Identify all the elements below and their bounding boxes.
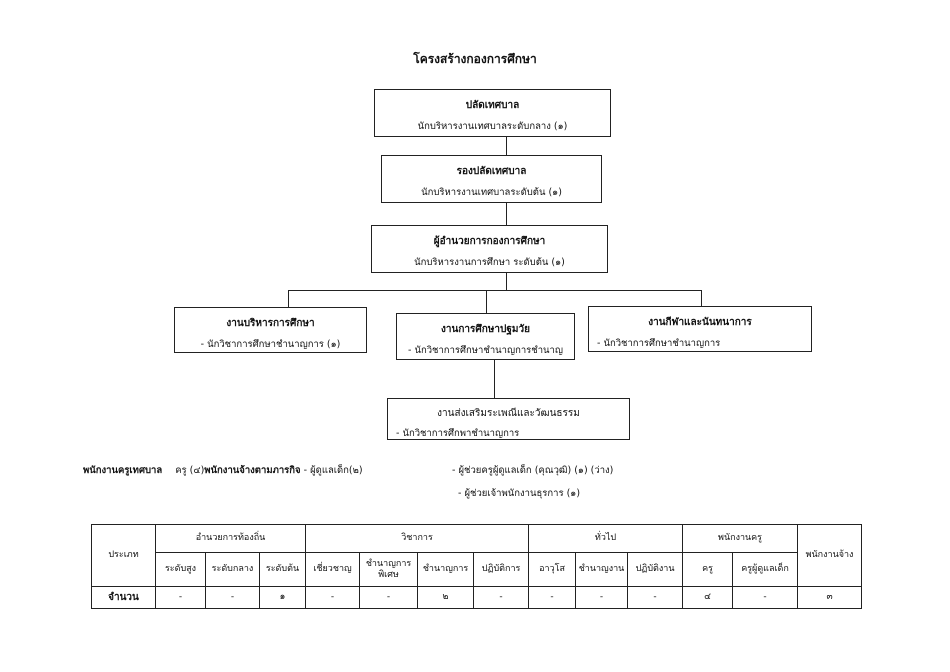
box-subtitle: นักบริหารงานเทศบาลระดับกลาง (๑) <box>417 121 568 132</box>
subheader-teacher: ครู <box>682 552 734 587</box>
subheader-senior-staff: อาวุโส <box>528 552 577 587</box>
header-type: ประเภท <box>91 524 156 587</box>
header-employees: พนักงานจ้าง <box>797 524 863 587</box>
table-cell: ๓ <box>797 586 863 609</box>
staff-right-line-1: - ผู้ช่วยครูผู้ดูแลเด็ก (คุณวุฒิ) (๑) (ว… <box>452 465 614 476</box>
box-deputy-clerk: รองปลัดเทศบาล นักบริหารงานเทศบาลระดับต้น… <box>381 155 602 203</box>
box-subunit-culture: งานส่งเสริมระเพณีและวัฒนธรรม - นักวิชากา… <box>387 398 630 440</box>
connector-units-bar <box>288 290 701 291</box>
subheader-junior: ระดับต้น <box>258 552 307 587</box>
table-cell: - <box>359 586 419 609</box>
connector-unit2-subunit <box>494 360 495 398</box>
subheader-professional: ชำนาญการ <box>417 552 475 587</box>
connector-unit-3 <box>701 290 702 306</box>
table-cell: - <box>627 586 684 609</box>
page-title: โครงสร้างกองการศึกษา <box>413 52 537 66</box>
subheader-middle: ระดับกลาง <box>205 552 260 587</box>
box-education-director: ผู้อำนวยการกองการศึกษา นักบริหารงานการศึ… <box>371 225 608 273</box>
staff-summary-table: ประเภท อำนวยการท้องถิ่น วิชาการ ทั่วไป พ… <box>91 524 863 609</box>
row-label-count: จำนวน <box>91 586 156 609</box>
staff-teacher-line: พนักงานครูเทศบาล ครู (๔)พนักงานจ้างตามภา… <box>83 463 363 478</box>
header-teachers: พนักงานครู <box>682 524 799 553</box>
box-municipal-clerk: ปลัดเทศบาล นักบริหารงานเทศบาลระดับกลาง (… <box>374 89 611 137</box>
table-cell: - <box>732 586 799 609</box>
header-general: ทั่วไป <box>528 524 684 553</box>
box-subtitle: นักบริหารงานการศึกษา ระดับต้น (๑) <box>414 257 565 268</box>
table-cell: - <box>473 586 530 609</box>
table-cell: - <box>575 586 629 609</box>
box-subtitle: - นักวิชาการศึกพาชำนาญการ <box>396 428 520 439</box>
table-cell: - <box>155 586 206 609</box>
table-cell: ๔ <box>682 586 734 609</box>
subheader-operational: ปฏิบัติงาน <box>627 552 684 587</box>
staff-label: พนักงานครูเทศบาล <box>83 465 163 476</box>
header-local-admin: อำนวยการท้องถิ่น <box>154 524 307 553</box>
connector-unit-1 <box>288 290 289 307</box>
staff-teacher-count: ครู (๔) <box>175 465 205 476</box>
box-unit-admin: งานบริหารการศึกษา - นักวิชาการศึกษาชำนาญ… <box>174 307 367 353</box>
box-title: ผู้อำนวยการกองการศึกษา <box>433 236 546 247</box>
box-title: งานบริหารการศึกษา <box>226 318 315 329</box>
table-cell: - <box>528 586 577 609</box>
staff-right-line-2: - ผู้ช่วยเจ้าพนักงานธุรการ (๑) <box>458 488 581 499</box>
connector-deputy-director <box>506 203 507 225</box>
box-subtitle: - นักวิชาการศึกษาชำนาญการ (๑) <box>200 339 341 350</box>
subheader-senior: ระดับสูง <box>155 552 206 587</box>
box-title: ปลัดเทศบาล <box>465 100 520 111</box>
table-cell: ๑ <box>258 586 307 609</box>
connector-unit-2 <box>486 290 487 313</box>
staff-mission-label: พนักงานจ้างตามภารกิจ <box>204 465 301 476</box>
subheader-expert: เชี่ยวชาญ <box>305 552 361 587</box>
box-title: งานการศึกษาปฐมวัย <box>441 324 530 335</box>
table-cell: - <box>305 586 361 609</box>
subheader-senior-professional: ชำนาญการพิเศษ <box>359 552 419 587</box>
box-unit-sports: งานกีฬาและนันทนาการ - นักวิชาการศึกษาชำน… <box>588 306 812 352</box>
staff-mission-detail: - ผู้ดูแลเด็ก(๒) <box>303 465 363 476</box>
box-subtitle: นักบริหารงานเทศบาลระดับต้น (๑) <box>421 187 562 198</box>
table-cell: - <box>205 586 260 609</box>
box-title: งานกีฬาและนันทนาการ <box>648 317 752 328</box>
subheader-experienced: ชำนาญงาน <box>575 552 629 587</box>
connector-director-units <box>506 273 507 290</box>
box-subtitle: - นักวิชาการศึกษาชำนาญการ <box>597 338 721 349</box>
header-academic: วิชาการ <box>305 524 530 553</box>
subheader-practitioner: ปฏิบัติการ <box>473 552 530 587</box>
table-cell: ๒ <box>417 586 475 609</box>
connector-top-deputy <box>506 137 507 155</box>
box-unit-early-childhood: งานการศึกษาปฐมวัย - นักวิชาการศึกษาชำนาญ… <box>396 313 575 360</box>
box-title: รองปลัดเทศบาล <box>456 166 527 177</box>
box-subtitle: - นักวิชาการศึกษาชำนาญการชำนาญ <box>408 345 563 356</box>
subheader-childcare-teacher: ครูผู้ดูแลเด็ก <box>732 552 799 587</box>
box-title: งานส่งเสริมระเพณีและวัฒนธรรม <box>437 408 580 419</box>
